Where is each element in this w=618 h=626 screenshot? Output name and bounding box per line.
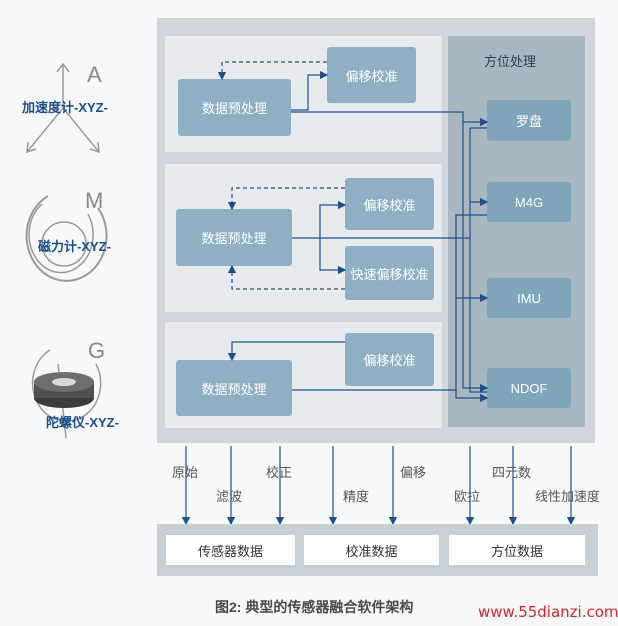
feedback-arrow-accel <box>217 61 327 81</box>
output-label-euler: 欧拉 <box>454 489 481 504</box>
magnetometer-label: 磁力计-XYZ- <box>38 239 111 254</box>
accel-to-calibration-line <box>291 70 329 111</box>
output-label-accuracy: 精度 <box>343 489 370 504</box>
output-calibration-data: 校准数据 <box>304 535 439 565</box>
orientation-title: 方位处理 <box>484 54 537 69</box>
accel-to-ndof-line <box>291 111 489 393</box>
preprocess-box-mag: 数据预处理 <box>176 209 292 266</box>
output-label-linear-accel: 线性加速度 <box>535 489 601 504</box>
accelerometer-icon <box>26 62 100 154</box>
feedback-arrow-mag <box>227 187 345 211</box>
watermark: www.55dianzi.com <box>478 603 618 621</box>
mode-box-ndof: NDOF <box>487 368 571 408</box>
gyro-to-imu-line <box>455 293 489 390</box>
mag-to-calibration-line <box>319 200 347 238</box>
output-label-filtered: 滤波 <box>216 489 243 504</box>
mag-main-line <box>292 237 487 393</box>
offset-calibration-box-accel: 偏移校准 <box>327 47 416 103</box>
output-label-corrected: 校正 <box>266 465 293 480</box>
preprocess-box-gyro: 数据预处理 <box>176 360 292 416</box>
feedback-arrow-mag-fast <box>227 264 345 290</box>
output-sensor-data: 传感器数据 <box>166 535 295 565</box>
gyroscope-letter: G <box>88 338 106 363</box>
offset-calibration-box-mag: 偏移校准 <box>345 178 434 230</box>
output-label-raw: 原始 <box>172 465 199 480</box>
accelerometer-letter: A <box>87 62 102 87</box>
gyro-to-m4g-line <box>455 214 487 298</box>
output-label-offset: 偏移 <box>400 465 427 480</box>
mode-box-imu: IMU <box>487 278 571 318</box>
output-orientation-data: 方位数据 <box>449 535 585 565</box>
accelerometer-label: 加速度计-XYZ- <box>22 100 108 115</box>
mode-box-compass: 罗盘 <box>487 100 571 141</box>
preprocess-box-accel: 数据预处理 <box>178 79 291 136</box>
mag-to-fast-calibration-line <box>319 238 347 275</box>
gyroscope-label: 陀螺仪-XYZ- <box>46 415 119 430</box>
figure-caption: 图2: 典型的传感器融合软件架构 <box>215 599 414 615</box>
fast-offset-calibration-box-mag: 快速偏移校准 <box>345 246 434 300</box>
output-label-quaternion: 四元数 <box>492 465 532 480</box>
magnetometer-icon <box>25 195 108 282</box>
offset-calibration-box-gyro: 偏移校准 <box>345 333 434 386</box>
gyroscope-icon <box>31 349 102 439</box>
mode-box-m4g: M4G <box>487 182 571 222</box>
gyro-feedback-line <box>227 341 345 362</box>
magnetometer-letter: M <box>85 188 104 213</box>
gyro-to-ndof-line <box>292 389 489 403</box>
